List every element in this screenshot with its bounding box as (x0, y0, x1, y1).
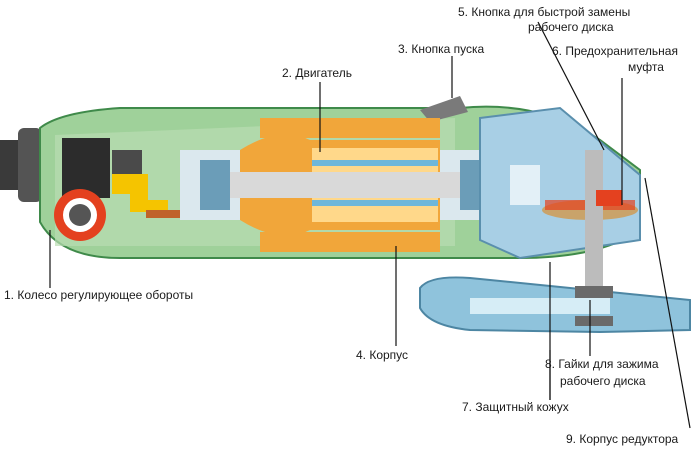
safety-clutch-part (596, 190, 622, 206)
rear-electronics (62, 138, 186, 218)
label-housing: 4. Корпус (356, 348, 409, 362)
label-safety-clutch-line2: муфта (628, 60, 664, 74)
start-button-part (420, 96, 468, 122)
label-motor: 2. Двигатель (282, 66, 352, 80)
power-cord-tail (0, 128, 42, 202)
motor-assembly (180, 118, 500, 252)
label-start-button: 3. Кнопка пуска (398, 42, 485, 56)
label-safety-clutch-line1: 6. Предохранительная (552, 44, 678, 58)
label-clamp-nuts-line2: рабочего диска (560, 374, 646, 388)
clamp-nuts (575, 286, 613, 326)
label-quick-change-button-line2: рабочего диска (528, 20, 614, 34)
label-clamp-nuts-line1: 8. Гайки для зажима (545, 357, 659, 371)
protective-guard (419, 276, 691, 334)
speed-control-wheel (54, 189, 106, 241)
label-quick-change-button-line1: 5. Кнопка для быстрой замены (458, 5, 631, 19)
label-gear-housing: 9. Корпус редуктора (566, 432, 679, 446)
label-speed-wheel: 1. Колесо регулирующее обороты (4, 288, 194, 302)
label-protective-guard: 7. Защитный кожух (462, 400, 569, 414)
leader-lines (49, 21, 691, 429)
